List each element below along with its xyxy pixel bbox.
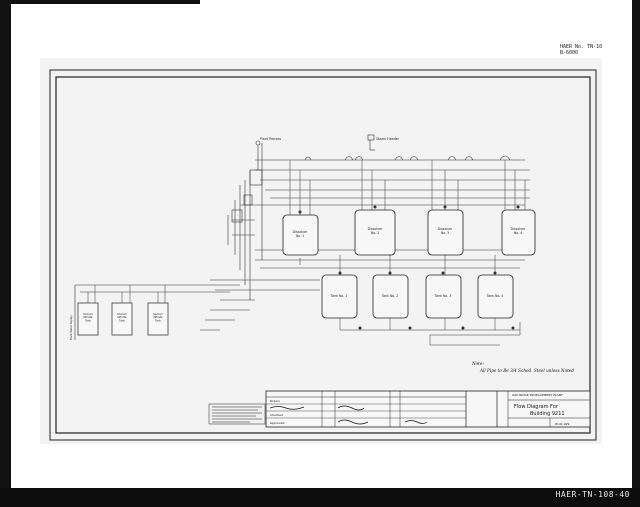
inner-border bbox=[55, 76, 591, 434]
tank-2: Tank No. 2 bbox=[372, 274, 409, 319]
title-line-1: Flow Diagram For bbox=[514, 404, 559, 410]
tank-row: Tank No. 1 Tank No. 2 Tank No. 3 Tank No… bbox=[321, 274, 514, 319]
title-block-company: OAK RIDGE DEVELOPMENT PLANT bbox=[512, 393, 563, 397]
tank-1-label: Tank No. 1 bbox=[330, 294, 348, 298]
vertical-left-label: Plant Water Supply bbox=[69, 315, 73, 340]
signature-checked: Checked bbox=[270, 413, 283, 417]
haer-label: HAER-TN-108-40 bbox=[555, 490, 630, 499]
header-loops bbox=[304, 155, 511, 161]
tank-1: Tank No. 1 bbox=[321, 274, 358, 319]
tank-4: Tank No. 4 bbox=[477, 274, 514, 319]
left-equipment bbox=[231, 134, 375, 223]
film-border-bottom bbox=[0, 488, 640, 507]
signature-drawn: Drawn bbox=[270, 399, 280, 403]
tank-4-label: Tank No. 4 bbox=[486, 294, 504, 298]
title-line-2: Building 9211 bbox=[530, 411, 565, 417]
tank-3-label: Tank No. 3 bbox=[434, 294, 452, 298]
film-border-left bbox=[0, 0, 11, 507]
outer-border bbox=[49, 69, 597, 441]
top-label-1: Plant Process bbox=[260, 137, 281, 141]
film-border-right bbox=[632, 0, 640, 507]
tank-2-label: Tank No. 2 bbox=[381, 294, 399, 298]
top-label-2: Steam Header bbox=[376, 137, 400, 141]
page-reference: HAER No. TN-10 B-6000 bbox=[560, 44, 603, 56]
revision-block bbox=[208, 403, 266, 425]
film-border-top bbox=[0, 0, 200, 4]
signature-approved: Approved bbox=[270, 421, 284, 425]
drawing-number: W-41,929 bbox=[555, 422, 570, 426]
tank-3: Tank No. 3 bbox=[425, 274, 462, 319]
dissolver-drops bbox=[289, 160, 526, 346]
note-line-2: All Pipe to Be 3/4 Sched. Steel unless N… bbox=[479, 368, 574, 373]
tank-fittings bbox=[298, 205, 520, 330]
title-block: OAK RIDGE DEVELOPMENT PLANT Flow Diagram… bbox=[265, 390, 591, 428]
note-line-1: Note: bbox=[471, 361, 484, 366]
